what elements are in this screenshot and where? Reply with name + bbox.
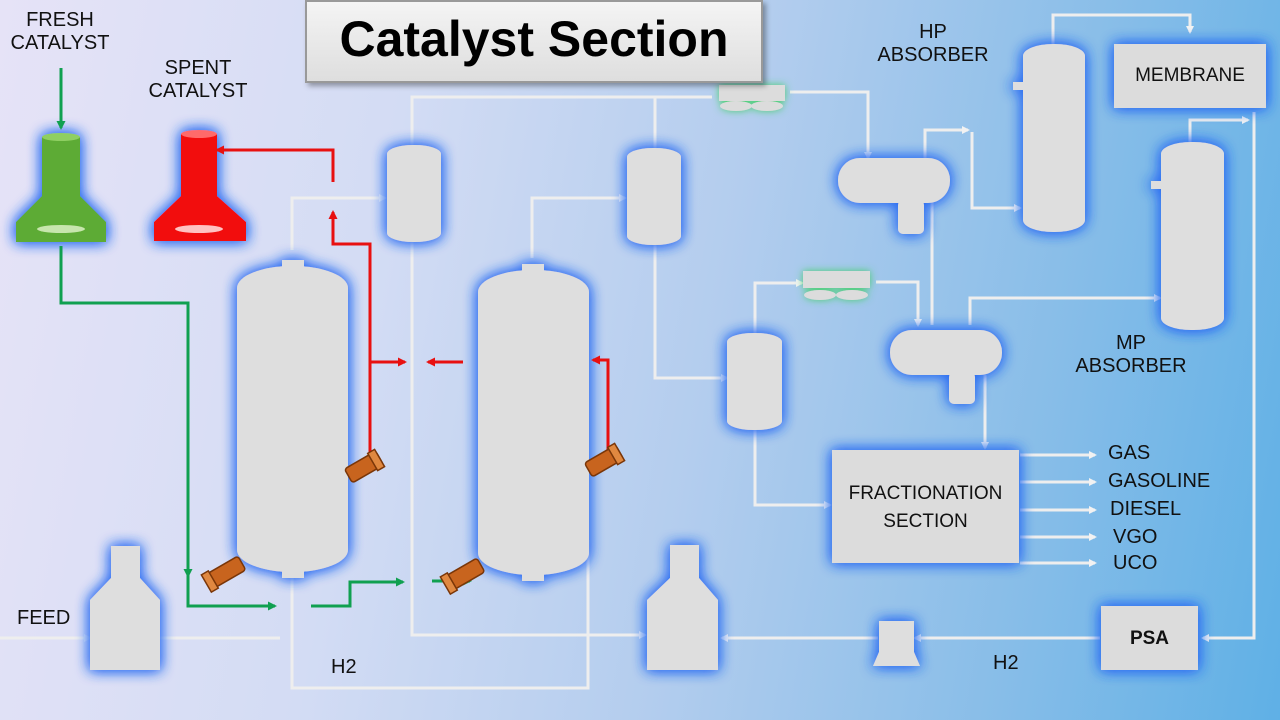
reactor-1-side-nozzle (344, 448, 386, 483)
page-title: Catalyst Section (339, 11, 729, 67)
mp-separator (890, 330, 1002, 404)
fresh-catalyst-label: FRESH CATALYST (10, 9, 110, 54)
product-diesel: DIESEL (1110, 498, 1182, 520)
product-uco: UCO (1113, 552, 1158, 574)
h2-right-label: H2 (993, 652, 1019, 674)
reactor-2 (478, 264, 589, 581)
mp-absorber-column (1151, 142, 1224, 330)
reactor-2-bottom-nozzle (439, 558, 485, 596)
product-vgo: VGO (1113, 526, 1158, 548)
title-banner: Catalyst Section (305, 0, 763, 83)
hp-separator (838, 158, 950, 234)
membrane-unit (1114, 44, 1266, 108)
h2-left-label: H2 (331, 656, 357, 678)
spent-catalyst-hopper (154, 130, 246, 241)
reactor-2-side-nozzle (584, 442, 626, 477)
hp-absorber-label: HP ABSORBER (877, 21, 989, 66)
separator-drum-2 (627, 148, 681, 245)
spent-catalyst-lines (215, 145, 610, 458)
fractionation-label: FRACTIONATION SECTION (848, 483, 1003, 532)
product-gas: GAS (1108, 442, 1151, 464)
recycle-heater (647, 545, 718, 670)
fresh-catalyst-hopper (16, 133, 106, 242)
fractionation-unit (832, 450, 1019, 563)
process-lines (0, 13, 1256, 690)
reactor-1-bottom-nozzle (200, 556, 246, 594)
product-gasoline: GASOLINE (1108, 470, 1211, 492)
separator-drum-3 (727, 333, 782, 430)
feed-heater (90, 546, 160, 670)
reactor-1 (237, 260, 348, 578)
psa-unit (1101, 606, 1198, 670)
hp-absorber-column (1013, 44, 1085, 232)
separator-drum-1 (387, 145, 441, 242)
h2-compressor (873, 621, 920, 666)
mp-absorber-label: MP ABSORBER (1075, 332, 1187, 377)
air-cooler-1 (719, 85, 785, 111)
spent-catalyst-label: SPENT CATALYST (148, 57, 248, 102)
air-cooler-2 (803, 271, 870, 300)
membrane-label: MEMBRANE (1135, 65, 1245, 86)
psa-label: PSA (1129, 628, 1170, 649)
feed-label: FEED (17, 607, 71, 629)
